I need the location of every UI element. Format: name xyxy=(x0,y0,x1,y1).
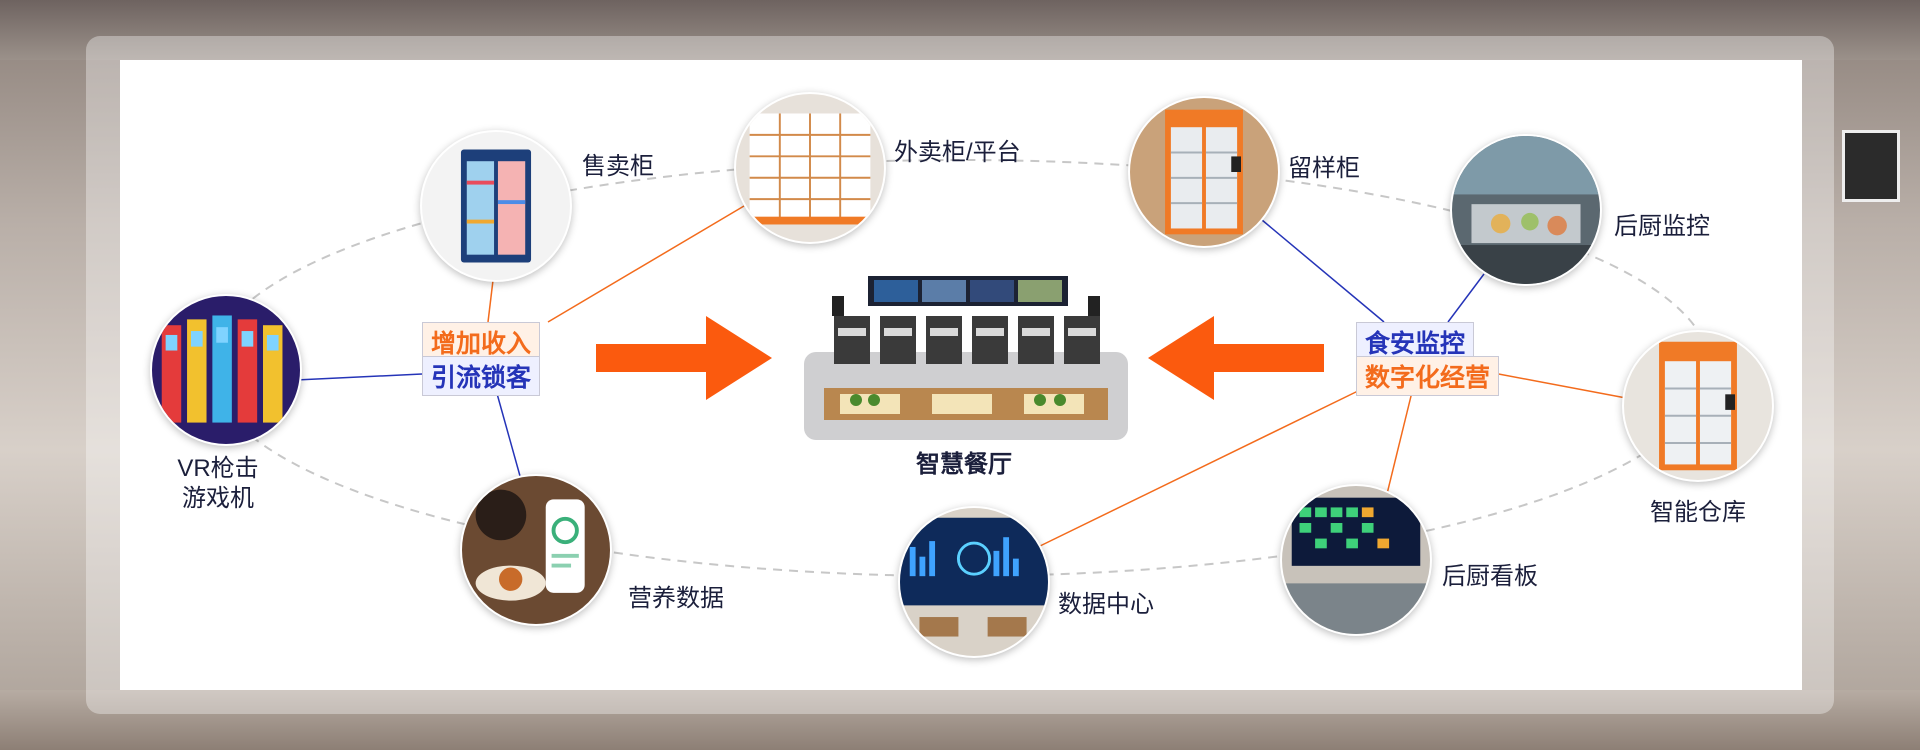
kitchen-board-image xyxy=(1280,484,1432,636)
connector-sample-to-safety xyxy=(1261,219,1385,323)
nutrition-data-image xyxy=(460,474,612,626)
smart-warehouse-label: 智能仓库 xyxy=(1650,499,1746,526)
kitchen-board-label: 后厨看板 xyxy=(1442,563,1538,590)
background-floor xyxy=(0,690,1920,750)
kitchen-monitor-image xyxy=(1450,134,1602,286)
arrow-right xyxy=(596,316,772,400)
vr-label-line1: VR枪击 xyxy=(177,455,259,482)
background-sign xyxy=(1842,130,1900,202)
data-center-label: 数据中心 xyxy=(1058,591,1154,618)
connector-vr-to-traffic xyxy=(295,373,423,381)
vr-label-line2: 游戏机 xyxy=(182,485,254,512)
tag-digital-operations: 数字化经营 xyxy=(1356,356,1500,396)
sample-cabinet-label: 留样柜 xyxy=(1288,155,1360,182)
data-center-image xyxy=(898,506,1050,658)
connector-nutrition-to-traffic xyxy=(495,389,521,477)
kitchen-monitor-label: 后厨监控 xyxy=(1614,213,1710,240)
takeout-locker-label: 外卖柜/平台 xyxy=(894,139,1021,166)
background-ceiling xyxy=(0,0,1920,60)
vr-game-machine-image xyxy=(150,294,302,446)
smart-restaurant-illustration xyxy=(804,272,1128,440)
connector-datacenter-to-digital xyxy=(1039,389,1361,547)
smart-warehouse-image xyxy=(1622,330,1774,482)
connector-warehouse-to-digital xyxy=(1487,371,1627,399)
sample-cabinet-image xyxy=(1128,96,1280,248)
connector-takeout-to-revenue xyxy=(547,205,745,323)
vending-cabinet-image xyxy=(420,130,572,282)
connector-board-to-digital xyxy=(1385,391,1413,499)
arrow-left xyxy=(1148,316,1324,400)
tag-attract-customers: 引流锁客 xyxy=(422,356,541,396)
nutrition-data-label: 营养数据 xyxy=(628,585,724,612)
takeout-locker-image xyxy=(734,92,886,244)
vending-cabinet-label: 售卖柜 xyxy=(582,153,654,180)
vr-game-machine-label: VR枪击 游戏机 xyxy=(168,454,268,514)
tag-food-safety-monitoring: 食安监控 xyxy=(1356,322,1475,362)
center-caption: 智慧餐厅 xyxy=(916,450,1012,478)
